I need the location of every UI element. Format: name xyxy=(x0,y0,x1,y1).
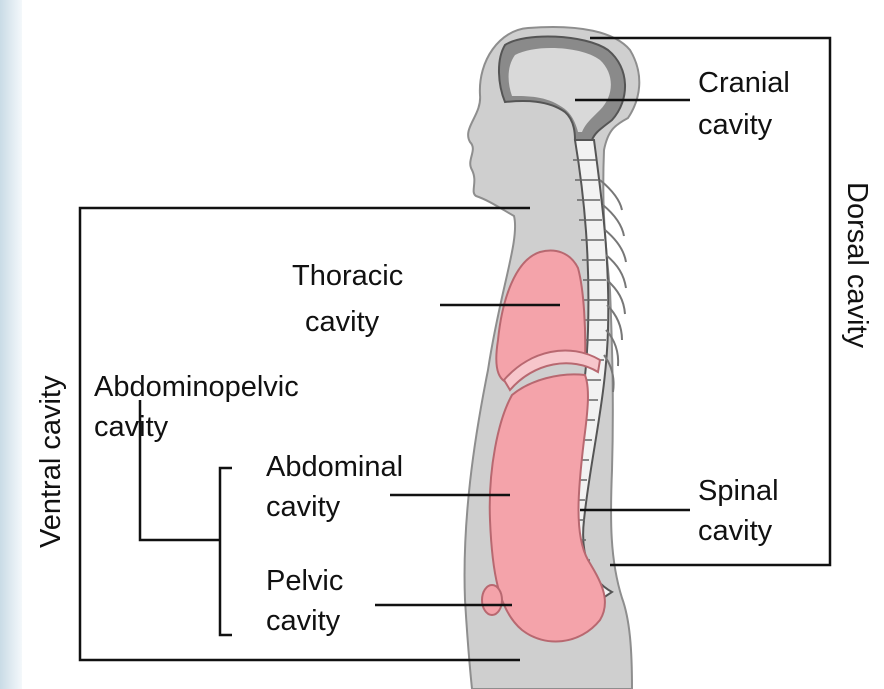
cranial-cavity-label: Cranial cavity xyxy=(698,67,798,141)
abdominopelvic-line-1: Abdominopelvic xyxy=(94,371,299,403)
abdominal-line-2: cavity xyxy=(266,491,341,523)
pelvic-cavity-label: Pelvic cavity xyxy=(266,565,351,637)
abdominopelvic-cavity-label: Abdominopelvic cavity xyxy=(94,371,307,443)
abdominal-cavity-label: Abdominal cavity xyxy=(266,451,411,523)
dorsal-cavity-label: Dorsal cavity xyxy=(841,182,873,348)
abdominopelvic-line-2: cavity xyxy=(94,411,169,443)
left-edge-background xyxy=(0,0,22,689)
cranial-line-2: cavity xyxy=(698,109,773,141)
pelvic-line-1: Pelvic xyxy=(266,565,343,597)
abdominal-line-1: Abdominal xyxy=(266,451,403,483)
pelvic-line-2: cavity xyxy=(266,605,341,637)
cranial-line-1: Cranial xyxy=(698,67,790,99)
spinal-line-2: cavity xyxy=(698,515,773,547)
thoracic-line-1: Thoracic xyxy=(292,260,403,292)
thoracic-line-2: cavity xyxy=(305,306,380,338)
thoracic-cavity-label: Thoracic cavity xyxy=(292,260,411,338)
ventral-cavity-label: Ventral cavity xyxy=(35,375,67,548)
spinal-line-1: Spinal xyxy=(698,475,779,507)
spinal-cavity-label: Spinal cavity xyxy=(698,475,787,547)
pelvic-organ xyxy=(482,585,502,615)
